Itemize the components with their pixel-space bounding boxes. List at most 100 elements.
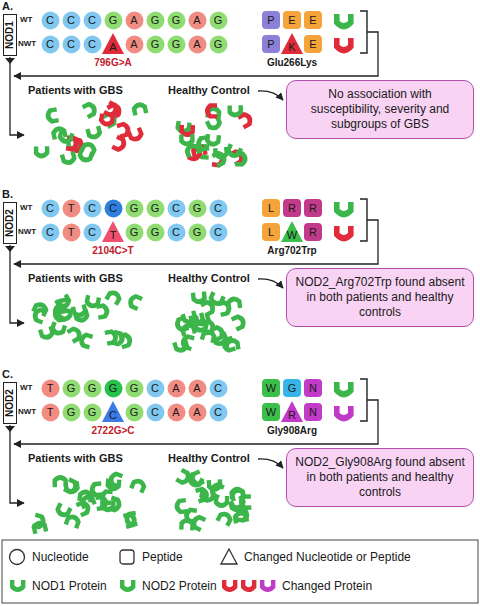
peptide-box: W xyxy=(262,403,280,421)
sequence-letter: E xyxy=(288,15,295,26)
changed-protein-icon xyxy=(334,38,354,53)
nucleotide-circle: C xyxy=(41,223,60,242)
peptide-box: L xyxy=(262,223,280,241)
gene-box: NOD1 xyxy=(3,14,17,56)
nucleotide-circle: C xyxy=(83,11,102,30)
legend-text: NOD1 Protein xyxy=(32,579,107,593)
population-protein xyxy=(205,134,222,148)
sequence-letter: E xyxy=(309,39,316,50)
population-protein xyxy=(211,149,229,168)
sequence-letter: G xyxy=(288,383,297,394)
population-protein xyxy=(188,469,205,488)
nucleotide-circle: G xyxy=(188,223,207,242)
stem-head xyxy=(5,58,15,64)
legend-protein xyxy=(241,580,256,592)
population-protein xyxy=(127,127,146,144)
group-label: Healthy Control xyxy=(168,84,250,96)
population-protein xyxy=(104,288,123,306)
legend-text: Nucleotide xyxy=(32,550,89,564)
peptide-change: Glu266Lys xyxy=(252,57,332,68)
callout-arrow xyxy=(258,91,283,100)
gene-name: NOD1 xyxy=(5,21,15,49)
nucleotide-circle: G xyxy=(125,223,144,242)
population-protein xyxy=(71,304,89,319)
peptide-box: N xyxy=(304,379,322,397)
population-protein xyxy=(76,498,93,517)
nucleotide-circle: A xyxy=(188,403,207,422)
nucleotide-circle: A xyxy=(125,11,144,30)
panel-letter: B. xyxy=(2,188,13,200)
gene-name: NOD2 xyxy=(5,209,15,237)
sequence-letter: R xyxy=(309,203,317,214)
legend-item: Changed Nucleotide or Peptide xyxy=(220,548,411,566)
nucleotide-circle: C xyxy=(41,199,60,218)
nucleotide-circle: G xyxy=(209,35,228,54)
sequence-letter: C xyxy=(214,407,222,418)
nucleotide-circle: A xyxy=(167,379,186,398)
nucleotide-circle: C xyxy=(62,11,81,30)
changed-protein-icon xyxy=(334,406,354,421)
sequence-letter: W xyxy=(266,407,276,418)
group-label: Patients with GBS xyxy=(28,452,123,464)
nucleotide-circle: G xyxy=(104,11,123,30)
stem-arrow xyxy=(10,425,24,503)
row-tag: NWT xyxy=(18,39,36,48)
wt-protein-icon xyxy=(334,14,354,29)
sequence-letter: G xyxy=(172,39,181,50)
sequence-letter: T xyxy=(47,383,54,394)
population-protein xyxy=(98,113,115,128)
sequence-letter: A xyxy=(193,39,200,50)
nucleotide-circle: G xyxy=(209,11,228,30)
nucleotide-circle: G xyxy=(167,35,186,54)
population-protein xyxy=(53,502,72,520)
feedback-arrow xyxy=(14,400,378,444)
nucleotide-circle: A xyxy=(188,11,207,30)
callout-box: NOD2_Arg702Trp found absent in both pati… xyxy=(286,268,474,327)
legend-sample xyxy=(8,548,28,566)
sequence-letter: C xyxy=(88,227,96,238)
population-protein xyxy=(56,130,74,146)
changed-triangle: R xyxy=(281,401,303,422)
changed-triangle: K xyxy=(281,33,303,54)
sequence-letter: C xyxy=(151,407,159,418)
legend-protein xyxy=(222,580,237,592)
population-protein xyxy=(54,294,73,312)
population-protein xyxy=(131,101,149,116)
stem-arrow xyxy=(10,245,24,323)
legend-text: Changed Nucleotide or Peptide xyxy=(244,550,411,564)
wt-protein-icon xyxy=(334,202,354,217)
population-protein xyxy=(224,337,241,351)
population-protein xyxy=(30,306,47,325)
legend-protein xyxy=(260,580,275,592)
nucleotide-circle: G xyxy=(146,35,165,54)
nucleotide-circle: A xyxy=(125,35,144,54)
nucleotide-circle: G xyxy=(62,403,81,422)
sequence-letter: C xyxy=(67,15,75,26)
callout-text: No association with susceptibility, seve… xyxy=(295,87,465,132)
nucleotide-circle: G xyxy=(104,379,123,398)
nucleotide-circle: G xyxy=(167,11,186,30)
group-label: Healthy Control xyxy=(168,272,250,284)
sequence-letter: G xyxy=(130,227,139,238)
sequence-letter: G xyxy=(214,15,223,26)
sequence-letter: N xyxy=(309,383,317,394)
peptide-box: P xyxy=(262,11,280,29)
population-protein xyxy=(111,135,129,154)
nucleotide-circle: C xyxy=(209,199,228,218)
population-protein xyxy=(126,292,143,311)
group-label: Healthy Control xyxy=(168,452,250,464)
nucleotide-change: 796G>A xyxy=(73,57,153,68)
peptide-box: L xyxy=(262,199,280,217)
nucleotide-circle: C xyxy=(209,403,228,422)
peptide-box: E xyxy=(304,11,322,29)
bracket xyxy=(360,11,367,53)
row-tag: NWT xyxy=(18,407,36,416)
sequence-letter: C xyxy=(109,203,117,214)
population-protein xyxy=(79,139,98,157)
nucleotide-circle: C xyxy=(62,35,81,54)
sequence-letter: G xyxy=(193,203,202,214)
population-protein xyxy=(174,498,188,515)
sequence-letter: C xyxy=(172,203,180,214)
